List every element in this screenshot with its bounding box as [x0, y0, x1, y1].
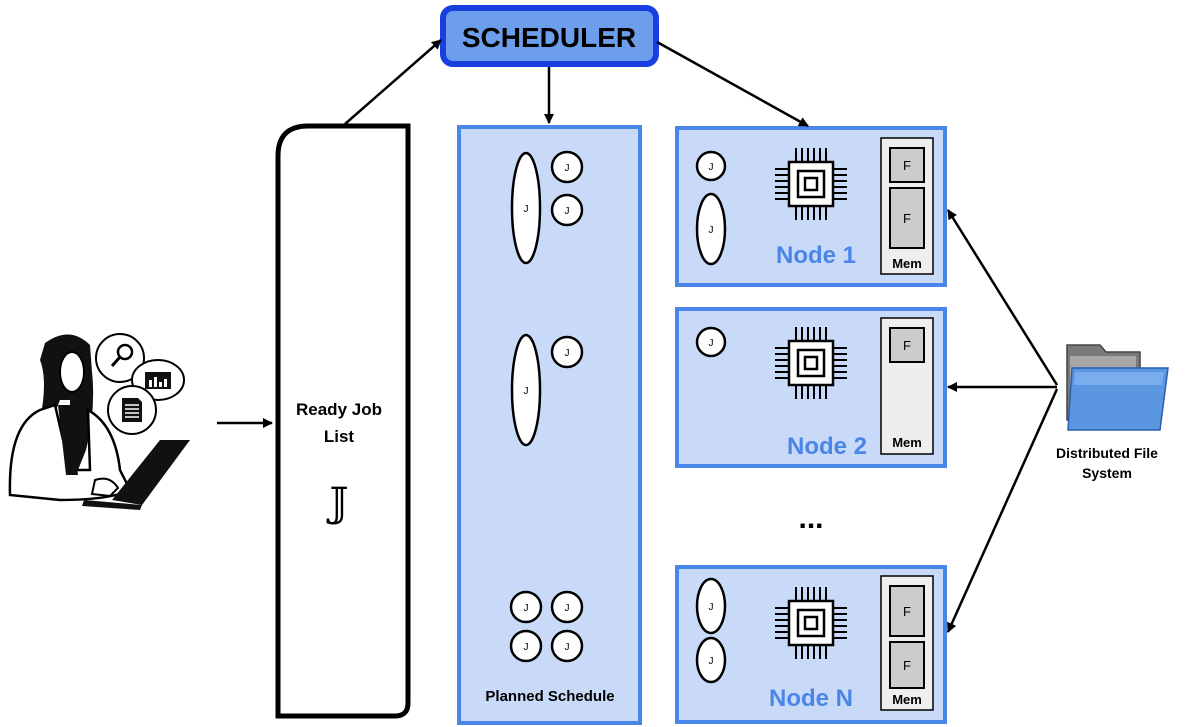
job-label: J — [565, 603, 570, 614]
job-circle — [509, 590, 543, 624]
arrow-scheduler-to-node — [656, 40, 809, 128]
nodes-ellipsis: ... — [798, 502, 823, 535]
arrow-dfs-to-node-1 — [946, 209, 1059, 386]
dfs-label-2: System — [1082, 465, 1132, 481]
file-label: F — [903, 158, 911, 173]
job-long — [510, 333, 542, 447]
node-label: Node 1 — [776, 242, 856, 269]
job-circle — [550, 590, 584, 624]
search-bubble-icon — [95, 333, 145, 383]
job-label: J — [565, 206, 570, 217]
user-at-laptop-icon — [8, 334, 190, 510]
node-1: J J Node 1 F F Mem — [675, 126, 947, 287]
mem-label: Mem — [892, 435, 922, 450]
job-circle — [550, 150, 584, 184]
job-circle — [695, 326, 727, 358]
job-label: J — [565, 348, 570, 359]
job-label: J — [709, 162, 714, 173]
ready-job-list: Ready Job List 𝕁 — [275, 123, 411, 719]
node-2: J Node 2 F Mem — [675, 307, 947, 468]
job-label: J — [565, 642, 570, 653]
node-label: Node 2 — [787, 433, 867, 460]
mem-label: Mem — [892, 692, 922, 707]
ready-job-list-title-1: Ready Job — [296, 400, 382, 419]
job-label: J — [524, 204, 529, 215]
file-block — [889, 327, 925, 363]
job-circle — [550, 335, 584, 369]
arrow-dfs-to-node-n — [946, 388, 1059, 633]
scheduler-label: SCHEDULER — [462, 22, 636, 53]
node-label: Node N — [769, 685, 853, 712]
ready-job-list-title-2: List — [324, 427, 355, 446]
file-block — [889, 641, 925, 689]
node-n: J J Node N F F Mem — [675, 565, 947, 724]
job-long — [510, 151, 542, 265]
job-long — [695, 192, 727, 266]
file-label: F — [903, 604, 911, 619]
folder-icon — [1066, 344, 1169, 431]
scheduler-box: SCHEDULER — [440, 5, 659, 67]
flow-arrows — [217, 39, 1059, 633]
job-circle — [695, 150, 727, 182]
job-label: J — [565, 163, 570, 174]
job-label: J — [524, 386, 529, 397]
job-label: J — [524, 603, 529, 614]
document-bubble-icon — [107, 385, 157, 435]
job-long — [695, 577, 727, 635]
job-label: J — [524, 642, 529, 653]
job-circle — [550, 629, 584, 663]
file-label: F — [903, 211, 911, 226]
mem-label: Mem — [892, 256, 922, 271]
file-block — [889, 187, 925, 249]
file-label: F — [903, 338, 911, 353]
file-block — [889, 147, 925, 183]
job-label: J — [709, 338, 714, 349]
job-circle — [550, 193, 584, 227]
job-label: J — [709, 602, 714, 613]
job-label: J — [709, 225, 714, 236]
planned-schedule-panel: J J J J J J J J J Planned Schedule — [457, 125, 642, 725]
file-block — [889, 585, 925, 637]
job-circle — [509, 629, 543, 663]
job-long — [695, 636, 727, 684]
dfs-label-1: Distributed File — [1056, 445, 1158, 461]
job-set-symbol: 𝕁 — [327, 480, 349, 526]
arrow-list-to-scheduler — [344, 39, 442, 125]
job-label: J — [709, 656, 714, 667]
planned-schedule-label: Planned Schedule — [485, 688, 614, 705]
file-label: F — [903, 658, 911, 673]
